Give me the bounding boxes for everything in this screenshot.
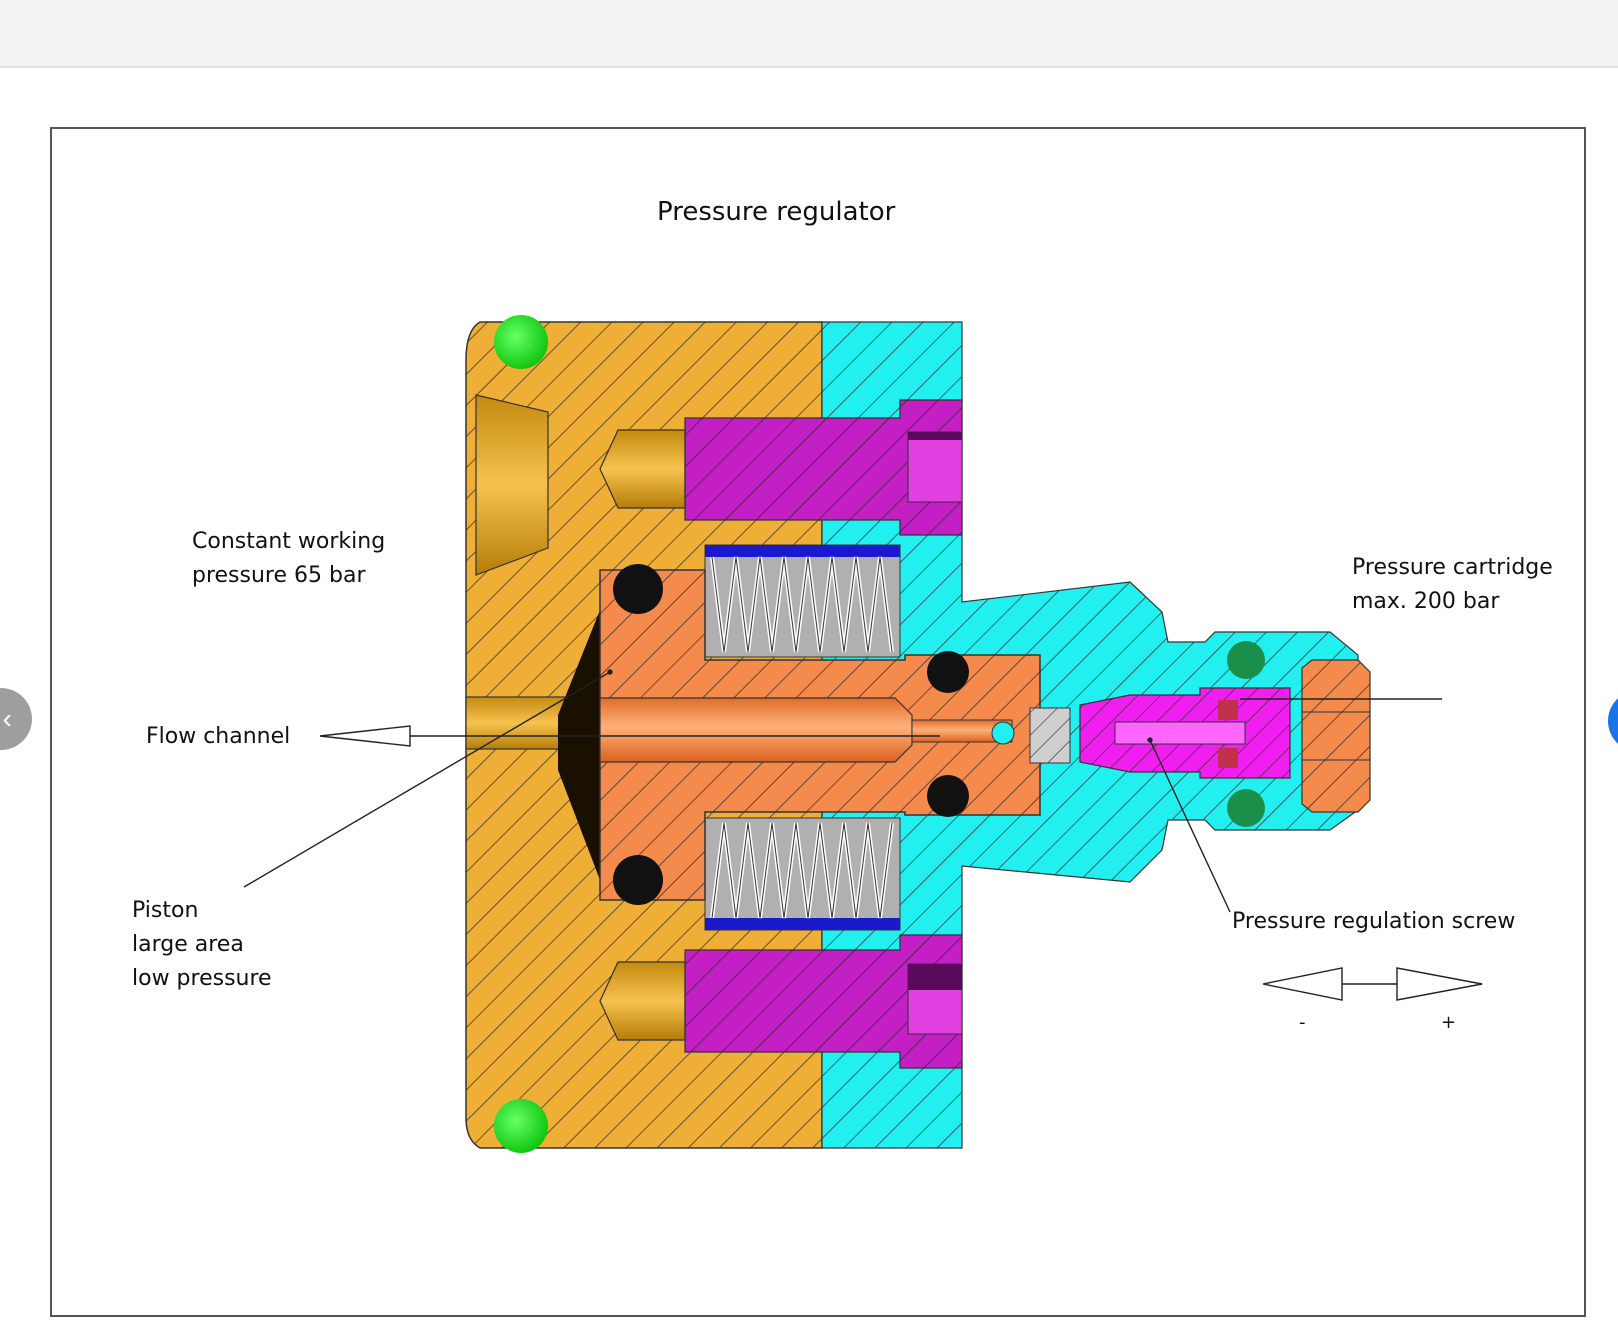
- label-constant-working-2: pressure 65 bar: [192, 563, 366, 588]
- label-piston-3: low pressure: [132, 966, 272, 991]
- label-minus: -: [1299, 1012, 1306, 1033]
- bolt-top: [599, 399, 963, 536]
- adjustment-arrows: [1262, 967, 1483, 1001]
- label-constant-working-1: Constant working: [192, 529, 385, 554]
- label-piston-2: large area: [132, 932, 244, 957]
- top-bar: [0, 0, 1618, 68]
- label-cartridge-2: max. 200 bar: [1352, 589, 1500, 614]
- piston: [599, 569, 1071, 901]
- spring-bottom: [704, 817, 901, 931]
- label-cartridge-1: Pressure cartridge: [1352, 555, 1553, 580]
- diagram-title: Pressure regulator: [657, 197, 896, 227]
- black-orings: [613, 564, 969, 905]
- label-plus: +: [1441, 1012, 1456, 1033]
- cartridge-nut: [1301, 659, 1371, 813]
- spring-top: [704, 544, 901, 658]
- green-orings: [494, 315, 1265, 1153]
- annotation-lines: [243, 669, 1442, 913]
- label-regulation-screw: Pressure regulation screw: [1232, 909, 1515, 934]
- pressure-cartridge: [1079, 687, 1291, 779]
- next-arrow-button[interactable]: [1608, 690, 1618, 752]
- label-flow-channel: Flow channel: [146, 724, 290, 749]
- label-piston-1: Piston: [132, 898, 198, 923]
- chevron-left-icon: ‹: [2, 703, 12, 734]
- bolt-bottom: [599, 934, 963, 1069]
